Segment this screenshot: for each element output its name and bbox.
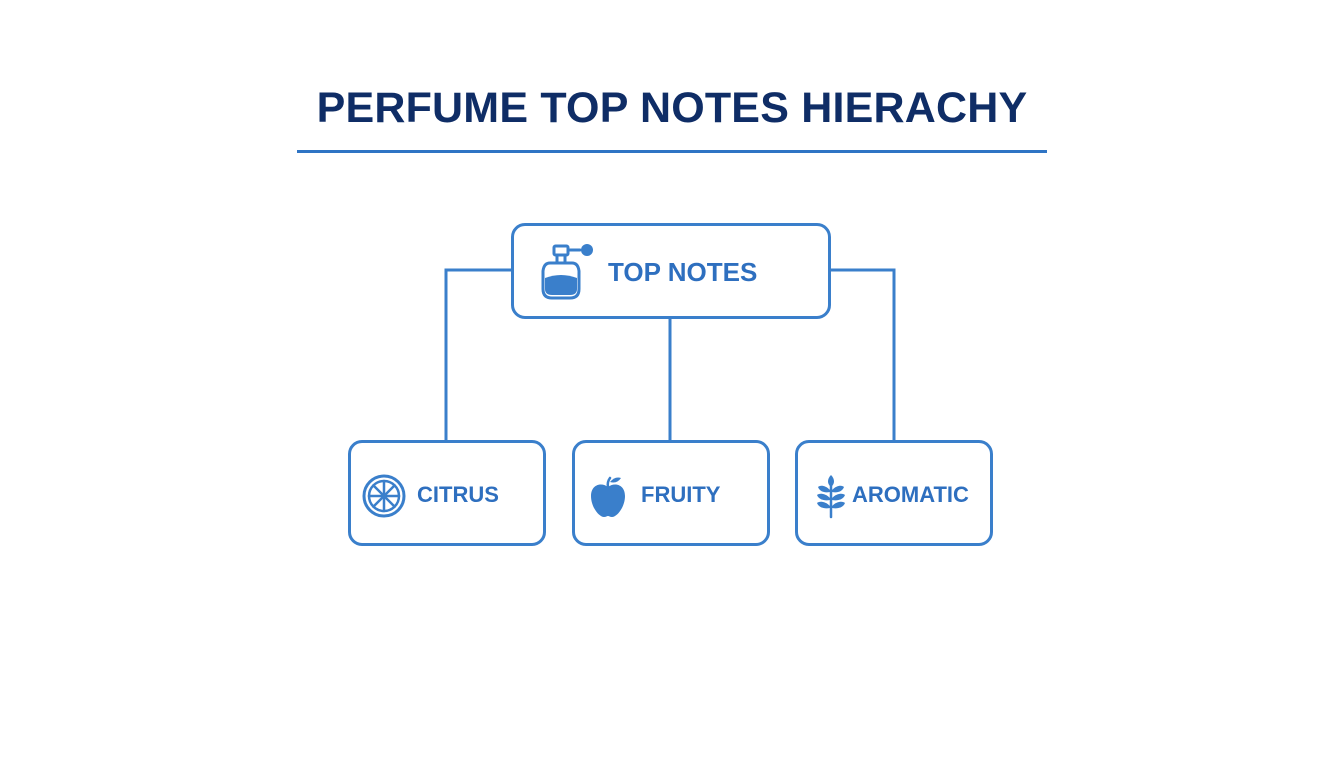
diagram-title: PERFUME TOP NOTES HIERACHY — [316, 84, 1028, 132]
node-citrus: CITRUS — [348, 440, 546, 546]
node-fruity: FRUITY — [572, 440, 770, 546]
node-aromatic: AROMATIC — [795, 440, 993, 546]
node-top-notes: TOP NOTES — [511, 223, 831, 319]
herb-leaf-icon — [817, 475, 845, 519]
node-fruity-label: FRUITY — [641, 482, 721, 507]
connector-root-to-aromatic — [831, 268, 896, 441]
node-aromatic-label: AROMATIC — [852, 482, 969, 507]
node-top-notes-label: TOP NOTES — [608, 257, 758, 287]
title-underline — [297, 150, 1047, 153]
node-citrus-label: CITRUS — [417, 482, 499, 507]
apple-icon — [591, 476, 625, 517]
connector-root-to-citrus — [444, 268, 511, 441]
citrus-slice-icon — [362, 474, 406, 518]
perfume-bottle-icon — [541, 244, 593, 300]
